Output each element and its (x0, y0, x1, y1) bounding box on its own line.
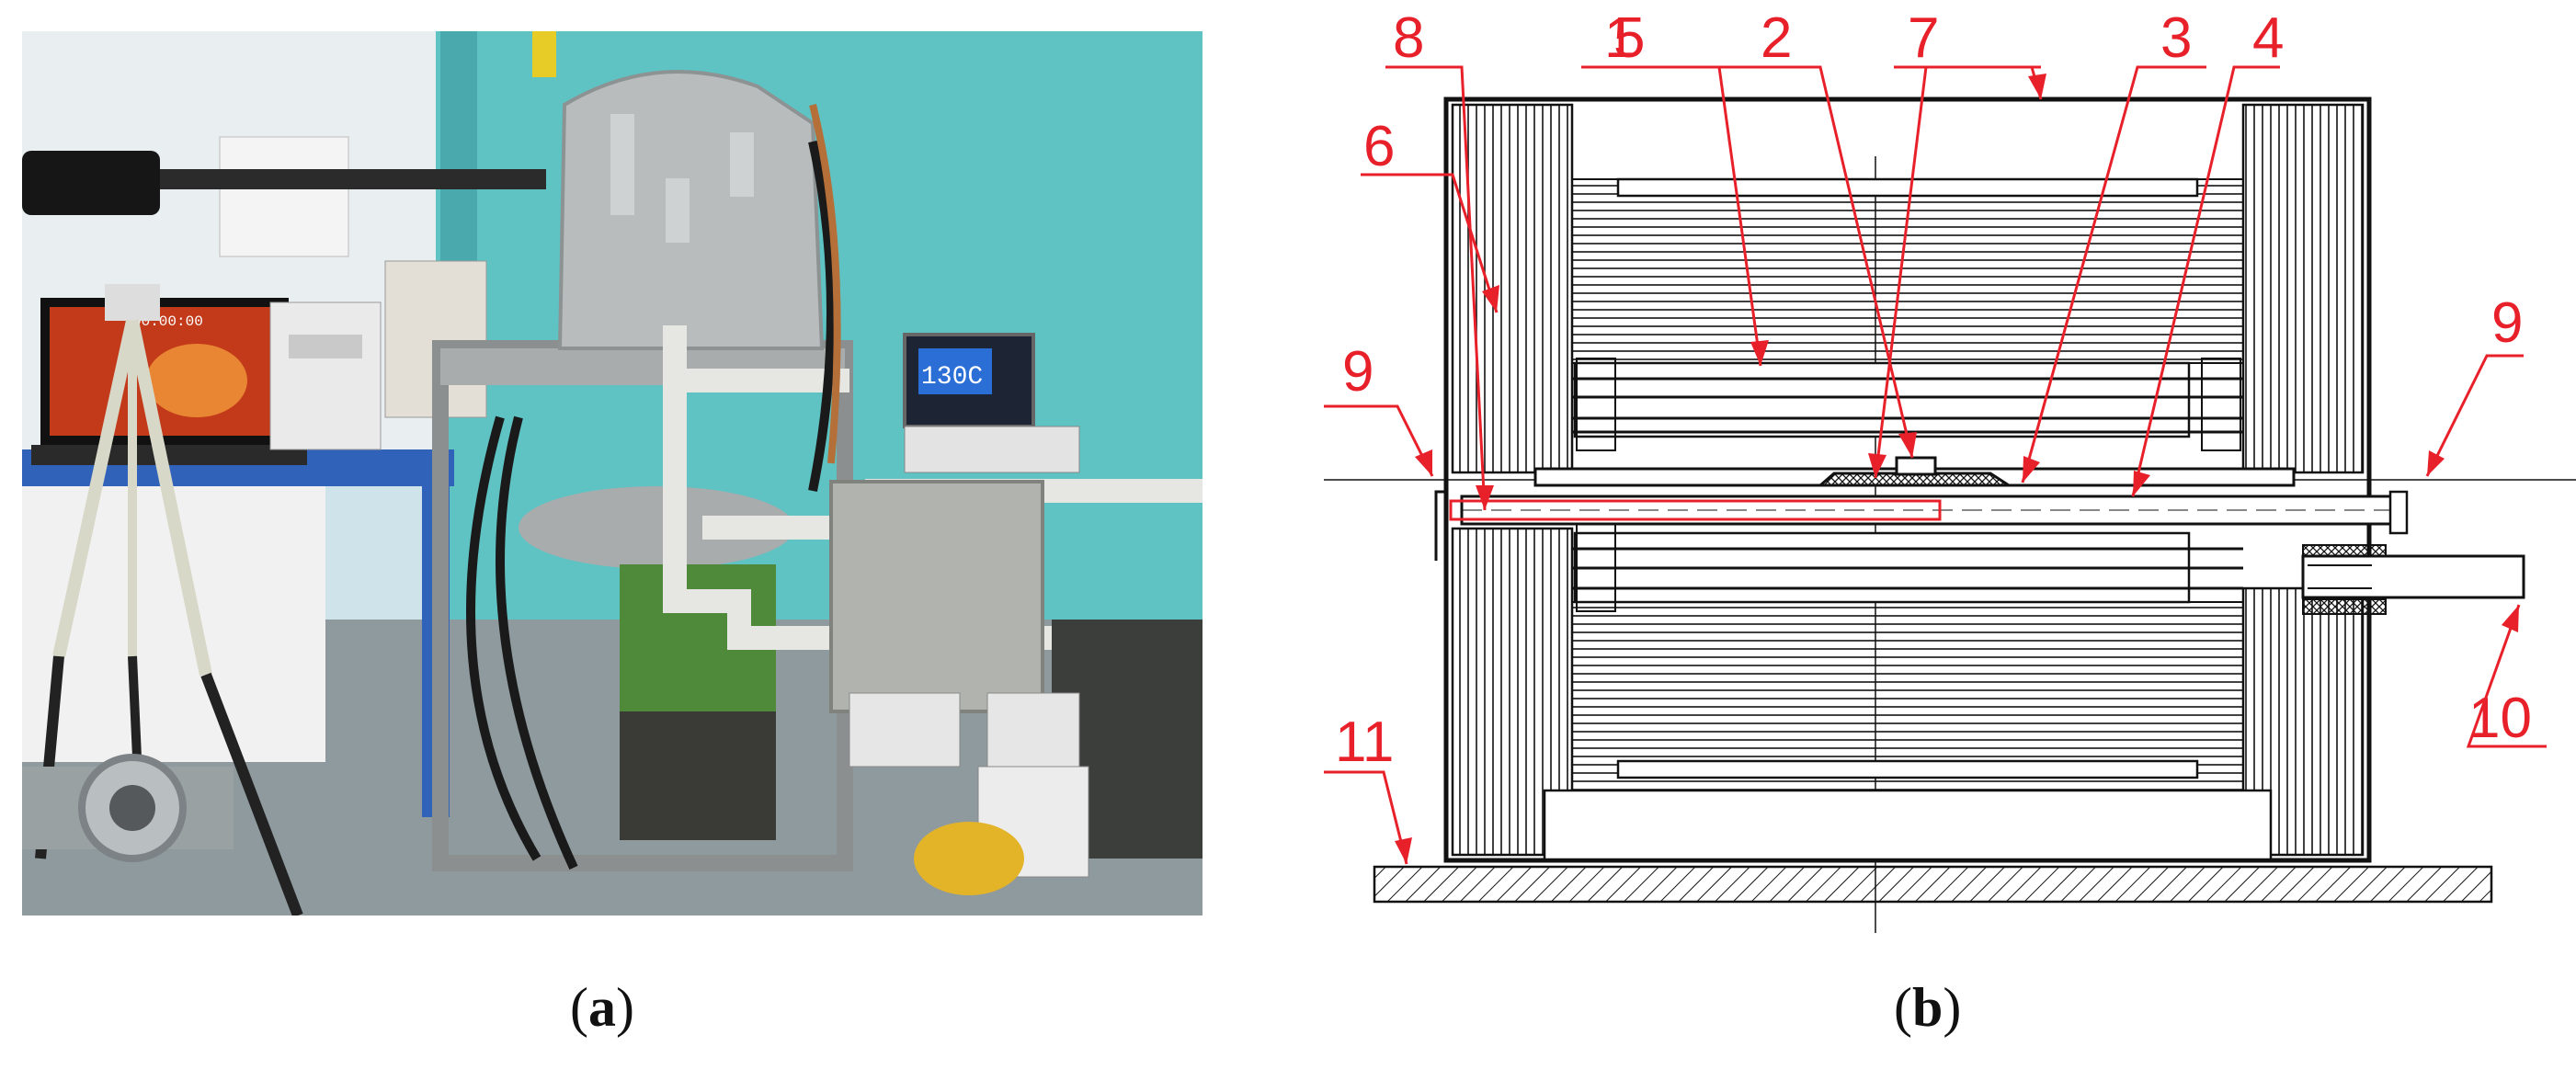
chamber-valve (532, 31, 556, 77)
thermocouple (1449, 499, 1942, 521)
callout-label-4: 4 (2252, 6, 2284, 70)
wall-paper (219, 136, 349, 257)
multimeter (904, 426, 1080, 473)
callout-label-5: 5 (1613, 6, 1645, 70)
cables (466, 140, 836, 870)
callout-label-3: 3 (2160, 6, 2192, 70)
furnace-cross-section: 1 2 3 4 5 6 7 8 9 9 10 11 (1324, 6, 2576, 933)
specimen (1895, 456, 1937, 476)
tripod-head (105, 284, 160, 321)
caption-b: (b) (1894, 977, 1962, 1038)
base-plate (1373, 865, 2493, 904)
clamp-block-2 (986, 692, 1080, 768)
callout-3-leader (2021, 65, 2206, 483)
callout-6-leader (1361, 173, 1499, 313)
callout-label-8: 8 (1393, 6, 1424, 70)
callout-11-leader (1324, 770, 1408, 865)
vacuum-chamber (557, 70, 825, 350)
pyrometer-tube (160, 169, 546, 189)
callout-9-left-leader (1324, 404, 1434, 477)
callout-arrowheads (1395, 74, 2519, 864)
cable-spool (914, 822, 1024, 895)
callout-label-2: 2 (1761, 6, 1792, 70)
specimen-crucible (1816, 472, 2014, 487)
callout-label-11: 11 (1335, 711, 1394, 774)
controller-display-text: 130C (921, 363, 983, 392)
copper-hose (809, 104, 841, 464)
tripod-leg (52, 319, 139, 658)
callout-8-leader (1385, 65, 1487, 511)
end-insulation-right-top (2241, 103, 2365, 474)
panel-b-drawing: 1 2 3 4 5 6 7 8 9 9 10 11 (1324, 0, 2576, 947)
callout-label-6: 6 (1363, 115, 1395, 178)
callouts (1324, 65, 2547, 865)
callout-9-right-leader (2425, 354, 2524, 477)
callout-label-1: 1 (1604, 6, 1636, 70)
caption-a: (a) (570, 977, 634, 1038)
callout-7-leader (1894, 65, 2043, 100)
callout-4-leader (2131, 65, 2280, 497)
end-insulation-left-top (1451, 103, 1574, 474)
pyrometer (22, 151, 160, 215)
panel-a-photo: 00:00:00 130C (22, 31, 1203, 915)
callout-label-10: 10 (2468, 687, 2532, 750)
callout-2-leader (1719, 65, 1914, 459)
gas-inlet-port (2301, 554, 2525, 599)
water-tank (829, 480, 1044, 713)
photo-scene: 00:00:00 130C (22, 31, 1203, 915)
power-supply (269, 301, 382, 450)
callout-label-9-left: 9 (1342, 340, 1373, 404)
callout-label-9-right: 9 (2491, 291, 2523, 355)
clamp-block-1 (849, 692, 961, 768)
callout-label-7: 7 (1908, 6, 1939, 70)
callout-10-leader (2466, 604, 2547, 748)
